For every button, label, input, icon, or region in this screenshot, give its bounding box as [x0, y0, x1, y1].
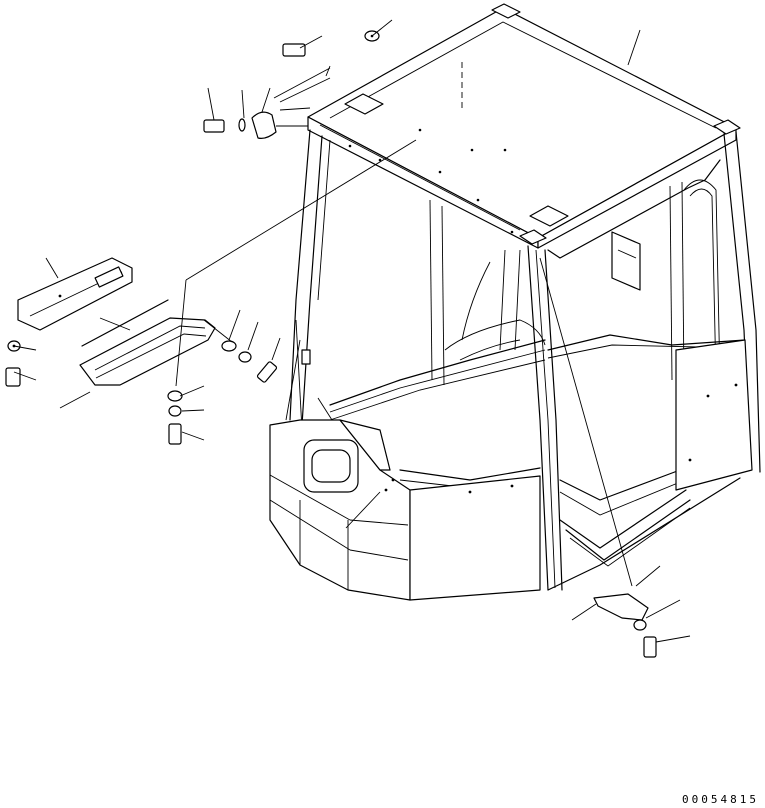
- drawing-number: 00054815: [682, 793, 759, 806]
- rear-step-bracket: [593, 593, 657, 658]
- left-step-tray: [79, 299, 216, 386]
- cab-frame: [285, 129, 761, 591]
- cab-lower-body: [269, 419, 541, 601]
- leader-lines: [13, 19, 691, 643]
- cab-roof: [307, 3, 741, 249]
- left-step-bracket: [17, 257, 133, 331]
